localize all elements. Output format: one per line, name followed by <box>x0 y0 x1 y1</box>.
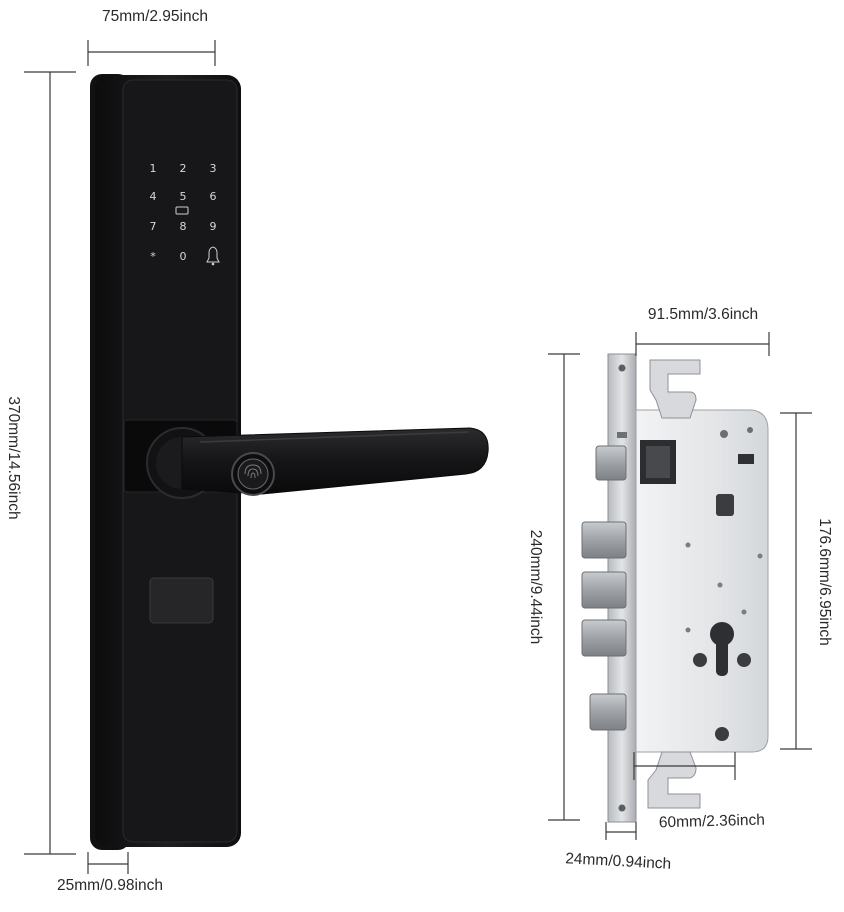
bolt-4 <box>589 693 627 731</box>
key-8[interactable]: 8 <box>180 220 187 233</box>
dimension-lock-height: 370mm/14.56inch <box>5 71 76 855</box>
doorbell-icon[interactable] <box>206 246 220 266</box>
smart-lock: 1 2 3 4 5 6 7 8 9 * 0 <box>90 74 489 850</box>
mortise-inner-height-label: 176.6mm/6.95inch <box>816 518 833 646</box>
card-reader-icon <box>175 206 189 215</box>
mortise-lock-body <box>607 353 769 823</box>
mortise-faceplate-label: 24mm/0.94inch <box>565 850 672 873</box>
mortise-bolts <box>581 445 627 731</box>
key-7[interactable]: 7 <box>150 220 157 233</box>
dimension-mortise-height: 240mm/9.44inch <box>527 353 580 821</box>
key-5[interactable]: 5 <box>180 190 187 203</box>
mortise-case <box>635 409 769 753</box>
mortise-spacing-label: 60mm/2.36inch <box>659 812 765 832</box>
key-2[interactable]: 2 <box>180 162 187 175</box>
key-1[interactable]: 1 <box>150 162 157 175</box>
key-6[interactable]: 6 <box>210 190 217 203</box>
bolt-3 <box>581 619 627 657</box>
door-handle[interactable] <box>146 427 489 499</box>
key-star[interactable]: * <box>150 250 156 263</box>
lock-height-label: 370mm/14.56inch <box>5 396 22 519</box>
cylinder-hole <box>693 622 751 676</box>
key-4[interactable]: 4 <box>150 190 157 203</box>
keypad[interactable]: 1 2 3 4 5 6 7 8 9 * 0 <box>150 162 220 266</box>
mortise-top-hook <box>649 359 701 419</box>
lock-width-label: 75mm/2.95inch <box>102 8 208 25</box>
dimension-lock-depth: 25mm/0.98inch <box>57 852 163 894</box>
bolt-2 <box>581 571 627 609</box>
key-3[interactable]: 3 <box>210 162 217 175</box>
fingerprint-sensor-icon[interactable] <box>231 452 275 496</box>
dimension-mortise-inner-height: 176.6mm/6.95inch <box>780 412 833 750</box>
dimension-mortise-faceplate: 24mm/0.94inch <box>565 822 672 873</box>
lock-depth-label: 25mm/0.98inch <box>57 877 163 894</box>
dimension-mortise-spacing: 60mm/2.36inch <box>633 752 765 832</box>
card-reader-window <box>149 577 214 624</box>
dimension-lock-width: 75mm/2.95inch <box>87 8 216 66</box>
bolt-1 <box>581 521 627 559</box>
key-9[interactable]: 9 <box>210 220 217 233</box>
key-0[interactable]: 0 <box>180 250 187 263</box>
bolt-latch <box>595 445 627 481</box>
dimension-mortise-width: 91.5mm/3.6inch <box>635 306 770 356</box>
mortise-width-label: 91.5mm/3.6inch <box>648 306 758 323</box>
mortise-bottom-hook <box>647 751 701 809</box>
mortise-height-label: 240mm/9.44inch <box>527 530 544 645</box>
